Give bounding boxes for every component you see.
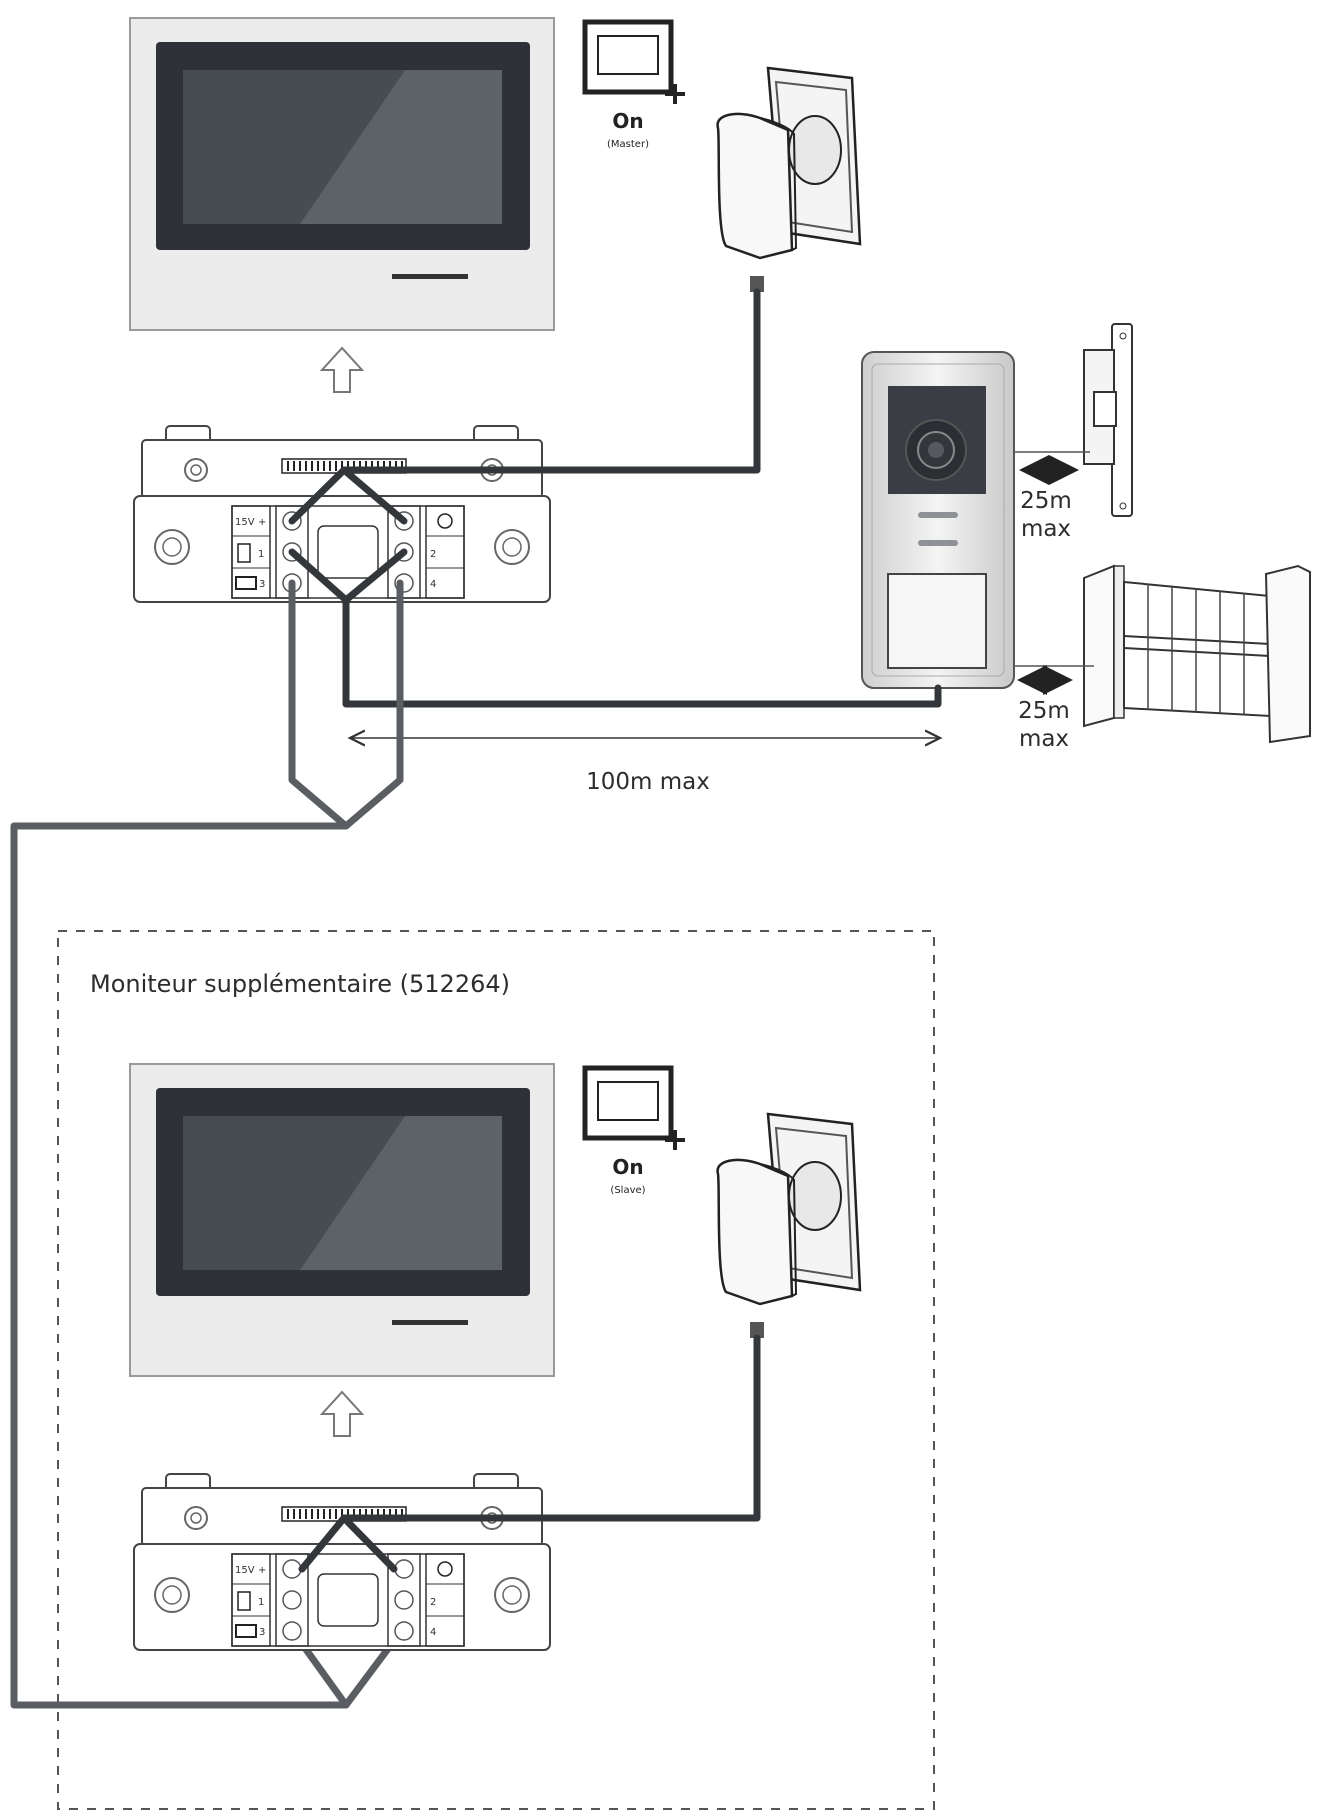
slave-power-wire [340, 1334, 761, 1522]
slave-wall-bracket: 15V + 1 3 2 4 [133, 1473, 551, 1651]
master-mode-icon [582, 19, 685, 104]
terminal-15v: 15V [235, 517, 255, 528]
gate-distance-unit: max [1019, 726, 1069, 752]
master-wall-bracket: 15V + 1 3 2 4 [133, 425, 551, 603]
terminal-1: 1 [258, 549, 264, 560]
slave-power-adapter [716, 1112, 862, 1338]
ground-icon [437, 513, 453, 529]
up-arrow-icon [319, 1390, 365, 1437]
master-power-wire [340, 288, 761, 474]
bus-wire-a [288, 548, 942, 708]
terminal-4: 4 [430, 579, 436, 590]
slave-terminal-2: 2 [430, 1597, 436, 1608]
lock-distance-unit: max [1021, 516, 1071, 542]
slave-mode-sub: (Slave) [610, 1185, 645, 1196]
master-power-adapter [716, 66, 862, 292]
door-station [861, 351, 1015, 689]
gate-icon [235, 1624, 257, 1638]
gate [1083, 564, 1311, 744]
doorlock-icon [237, 543, 251, 563]
slave-mode-icon [582, 1065, 685, 1150]
slave-terminal-plus: + [258, 1565, 266, 1576]
slave-power-wire-pos [298, 1514, 348, 1573]
electric-lock [1083, 323, 1133, 517]
extra-monitor-label: Moniteur supplémentaire (512264) [90, 970, 510, 998]
extra-monitor-frame [57, 930, 935, 1810]
master-mode-label: On [612, 109, 643, 133]
monitor-slot-icon [392, 274, 468, 279]
up-arrow-icon [319, 346, 365, 393]
master-power-wire-neg [340, 466, 408, 525]
call-button [887, 573, 987, 669]
terminal-3: 3 [259, 579, 265, 590]
slave-bus-wire-b [10, 822, 350, 1709]
doorlock-icon [237, 1591, 251, 1611]
ground-icon [437, 1561, 453, 1577]
cable-distance-label: 100m max [586, 769, 710, 795]
slave-monitor [129, 1063, 555, 1377]
gate-distance-value: 25m [1018, 698, 1070, 724]
slave-power-wire-neg [340, 1514, 398, 1573]
slave-mode-label: On [612, 1155, 643, 1179]
bus-wire-b [342, 548, 408, 604]
slave-terminal-4: 4 [430, 1627, 436, 1638]
slave-terminal-15v: 15V [235, 1565, 255, 1576]
master-monitor [129, 17, 555, 331]
gate-icon [235, 576, 257, 590]
lock-distance-value: 25m [1020, 488, 1072, 514]
slave-terminal-3: 3 [259, 1627, 265, 1638]
terminal-2: 2 [430, 549, 436, 560]
master-power-wire-pos [288, 466, 348, 525]
terminal-plus: + [258, 517, 266, 528]
master-mode-sub: (Master) [607, 139, 649, 150]
slave-terminal-1: 1 [258, 1597, 264, 1608]
